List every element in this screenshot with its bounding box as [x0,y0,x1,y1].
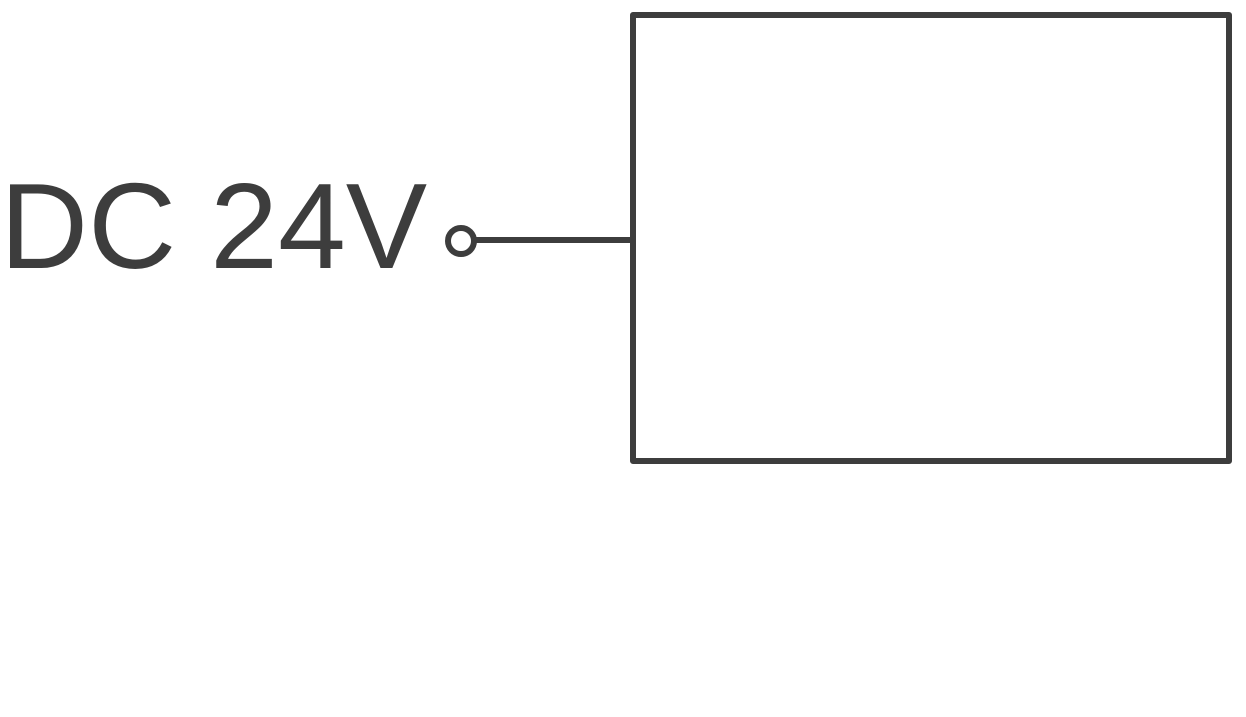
input-terminal-icon [445,225,477,257]
supply-voltage-label: DC 24V [0,158,427,294]
device-box [630,12,1232,464]
